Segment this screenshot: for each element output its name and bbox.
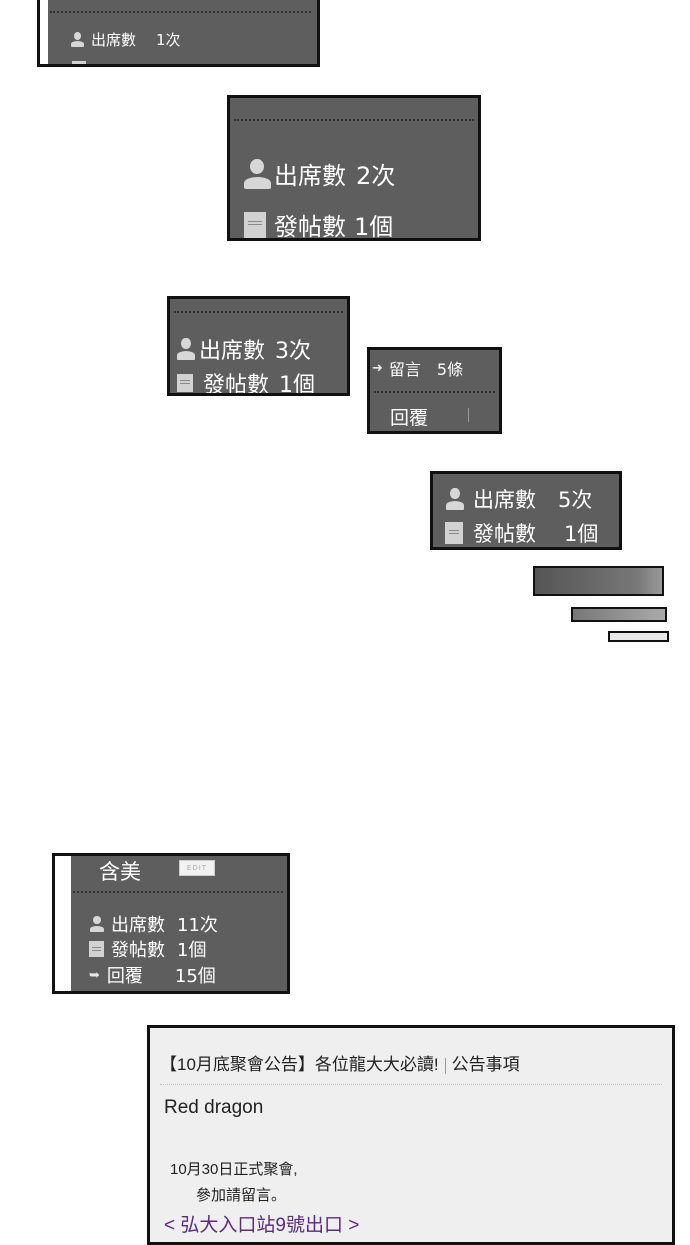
document-icon <box>244 211 266 238</box>
username-row: 含美 <box>99 856 141 886</box>
attendance-value: 5次 <box>558 488 593 512</box>
post-title[interactable]: 【10月底聚會公告】各位龍大大必讀! <box>160 1055 439 1074</box>
posts-row: 發帖數 1個 <box>445 518 599 547</box>
panel-divider <box>174 311 343 313</box>
attendance-row: 出席數 5次 <box>445 484 592 514</box>
person-icon <box>70 32 85 47</box>
profile-panel: 含美 EDIT 出席數 11次 發帖數 1個 ➥ 回覆 15個 <box>52 853 290 994</box>
announcement-post: 【10月底聚會公告】各位龍大大必讀! 公告事項 Red dragon 10月30日… <box>147 1025 675 1245</box>
post-header-divider <box>160 1084 662 1085</box>
post-location: < 弘大入口站9號出口 > <box>164 1215 360 1236</box>
panel-divider <box>50 11 311 13</box>
reply-row: ➥ 回覆 15個 <box>89 962 216 988</box>
shrinking-panel-large <box>533 566 664 596</box>
text-cursor <box>468 408 469 422</box>
person-icon <box>176 338 196 360</box>
arrow-right-icon: ➜ <box>372 360 383 376</box>
doc-icon-partial <box>72 61 86 64</box>
panel-divider <box>73 891 283 893</box>
attendance-label: 出席數 <box>274 162 346 190</box>
reply-label: 回覆 <box>106 966 143 987</box>
posts-label: 發帖數 <box>274 213 346 241</box>
posts-label: 發帖數 <box>473 522 536 546</box>
title-divider <box>444 1057 446 1074</box>
posts-value: 1個 <box>354 213 394 241</box>
edit-button[interactable]: EDIT <box>179 860 215 876</box>
panel-left-accent <box>55 856 71 991</box>
username: 含美 <box>99 860 141 884</box>
person-icon <box>445 488 465 510</box>
comments-label: 留言 <box>388 360 421 379</box>
posts-value: 1個 <box>177 940 207 961</box>
shrinking-panel-small <box>608 631 669 642</box>
attendance-row: 出席數 3次 <box>176 333 311 365</box>
attendance-label: 出席數 <box>111 915 165 936</box>
stats-panel-4: 出席數 5次 發帖數 1個 <box>430 471 622 550</box>
person-icon <box>89 916 105 932</box>
post-title-row: 【10月底聚會公告】各位龍大大必讀! 公告事項 <box>160 1050 520 1075</box>
attendance-value: 11次 <box>177 915 218 936</box>
reply-value: 15個 <box>174 966 216 987</box>
document-icon <box>177 374 193 392</box>
attendance-label: 出席數 <box>473 488 536 512</box>
post-body-line-2: 參加請留言。 <box>196 1187 287 1204</box>
posts-row: 發帖數 1個 <box>177 367 316 396</box>
reply-button[interactable]: 回覆 <box>390 403 428 430</box>
attendance-value: 3次 <box>275 339 312 364</box>
posts-row: 發帖數 1個 <box>244 207 394 241</box>
reply-label: 回覆 <box>390 407 429 429</box>
stats-panel-1: 出席數 1次 <box>37 0 320 67</box>
posts-label: 發帖數 <box>203 373 270 396</box>
reply-arrow-icon: ➥ <box>89 967 100 983</box>
posts-value: 1個 <box>279 373 316 396</box>
posts-value: 1個 <box>564 522 599 546</box>
comments-row: ➜ 留言 5條 <box>372 356 463 380</box>
document-icon <box>445 522 463 544</box>
document-icon <box>89 941 104 957</box>
person-icon <box>242 158 272 189</box>
stats-panel-3: 出席數 3次 發帖數 1個 <box>167 296 350 396</box>
stats-panel-2: 出席數 2次 發帖數 1個 <box>227 95 481 241</box>
attendance-value: 2次 <box>356 162 396 190</box>
comments-value: 5條 <box>436 360 464 379</box>
popup-divider <box>374 391 495 393</box>
post-category[interactable]: 公告事項 <box>451 1055 520 1074</box>
posts-label: 發帖數 <box>111 940 165 961</box>
post-author[interactable]: Red dragon <box>164 1097 264 1118</box>
attendance-row: 出席數 11次 <box>89 911 218 937</box>
post-body-line-1: 10月30日正式聚會, <box>170 1161 298 1178</box>
attendance-value: 1次 <box>156 31 181 49</box>
shrinking-panel-medium <box>571 607 667 622</box>
attendance-row: 出席數 2次 <box>242 156 395 191</box>
attendance-row: 出席數 1次 <box>70 29 181 50</box>
posts-row: 發帖數 1個 <box>89 936 206 962</box>
panel-left-accent <box>40 0 48 64</box>
panel-divider <box>234 119 474 121</box>
attendance-label: 出席數 <box>199 339 266 364</box>
comments-popup: ➜ 留言 5條 回覆 <box>367 347 502 434</box>
attendance-label: 出席數 <box>91 31 137 49</box>
